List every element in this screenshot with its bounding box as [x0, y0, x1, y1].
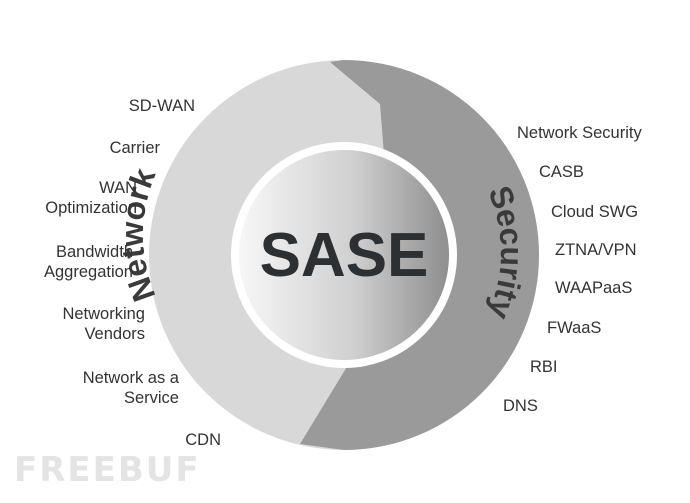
- security-item-ztna-vpn: ZTNA/VPN: [555, 241, 637, 259]
- center-label: SASE: [260, 221, 429, 290]
- network-item-sd-wan: SD-WAN: [128, 97, 195, 115]
- security-item-fwaas: FWaaS: [547, 319, 602, 337]
- network-item-networking-vendors: Networking Vendors: [62, 305, 145, 343]
- center-disk: [239, 150, 449, 360]
- network-item-carrier: Carrier: [109, 139, 160, 157]
- watermark: FREEBUF: [14, 450, 201, 490]
- security-item-casb: CASB: [539, 163, 584, 181]
- network-item-network-as-a-service: Network as a Service: [82, 369, 179, 407]
- network-item-cdn: CDN: [185, 431, 221, 449]
- security-item-network-security: Network Security: [517, 124, 642, 142]
- security-item-dns: DNS: [503, 397, 538, 415]
- security-item-cloud-swg: Cloud SWG: [551, 203, 639, 221]
- security-item-waapaas: WAAPaaS: [555, 279, 633, 297]
- network-item-wan-optimization: WAN Optimization: [45, 179, 137, 217]
- network-item-bandwidth-aggregation: Bandwidth Aggregation: [44, 243, 133, 281]
- security-item-rbi: RBI: [530, 358, 558, 376]
